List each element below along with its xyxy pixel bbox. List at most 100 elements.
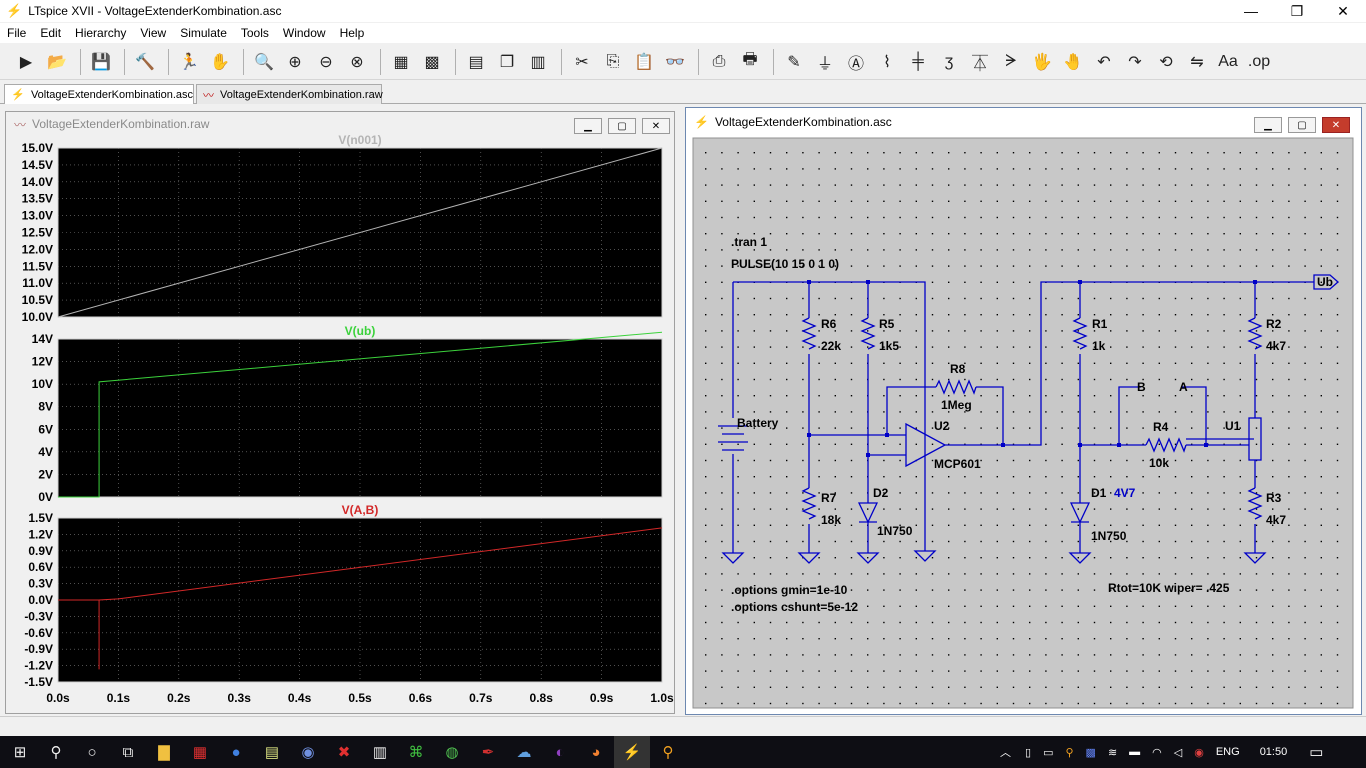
schematic-close-button[interactable]: ✕ — [1322, 117, 1350, 133]
resistor-r7 — [801, 487, 817, 520]
notepad-icon[interactable]: ▤ — [264, 744, 280, 761]
tran-directive[interactable]: .tran 1 — [731, 235, 767, 249]
run-icon[interactable]: ▶ — [19, 53, 33, 71]
ground-icon[interactable]: ⏚ — [816, 55, 833, 73]
calculator-icon[interactable]: ▥ — [372, 744, 388, 761]
task-view-icon[interactable]: ⧉ — [122, 743, 134, 761]
search-icon[interactable]: ⚲ — [50, 744, 62, 761]
options-cshunt[interactable]: .options cshunt=5e-12 — [731, 600, 858, 614]
chrome-icon[interactable]: ◍ — [445, 744, 459, 761]
app-search-orange-icon[interactable]: ⚲ — [662, 744, 674, 761]
tray-app-icon[interactable]: ▩ — [1085, 746, 1096, 759]
label-net-icon[interactable]: Ⓐ — [847, 55, 864, 73]
app-globe-icon[interactable]: ◉ — [301, 744, 315, 761]
menu-simulate[interactable]: Simulate — [180, 26, 227, 40]
schematic-canvas[interactable]: .tran 1 PULSE(10 15 0 1 0) Battery R6 22… — [686, 108, 1363, 716]
copy-icon[interactable]: ⎘ — [606, 52, 620, 70]
app-cross-icon[interactable]: ✖ — [337, 744, 351, 761]
cascade-icon[interactable]: ❐ — [499, 53, 515, 71]
waveform-close-button[interactable]: ✕ — [642, 118, 670, 134]
paste-icon[interactable]: 📋 — [634, 53, 654, 71]
tray-chevron-icon[interactable]: ︿ — [1000, 747, 1011, 759]
schematic-restore-button[interactable]: ▢ — [1288, 117, 1316, 133]
maximize-button[interactable]: ❐ — [1290, 2, 1304, 19]
menu-view[interactable]: View — [140, 26, 167, 40]
component-icon[interactable]: ᗒ — [1005, 52, 1017, 70]
print-icon[interactable]: 🖶 — [742, 51, 758, 68]
text-icon[interactable]: Aa — [1218, 52, 1238, 70]
app-blue-icon[interactable]: ● — [231, 743, 241, 761]
notification-icon[interactable]: ▭ — [1309, 744, 1324, 761]
pan-icon[interactable]: ⊕ — [288, 53, 302, 71]
app-pen-icon[interactable]: ✒ — [481, 744, 495, 761]
spice-directive-icon[interactable]: .op — [1247, 52, 1271, 70]
app-red-icon[interactable]: ▦ — [192, 744, 208, 761]
menu-help[interactable]: Help — [339, 26, 365, 40]
run-man-icon[interactable]: 🏃 — [179, 53, 199, 71]
app-cloud-icon[interactable]: ☁ — [516, 744, 532, 761]
resistor-r2 — [1247, 317, 1263, 350]
waveform-plot[interactable]: 15.0V14.5V14.0V13.5V13.0V12.5V12.0V11.5V… — [6, 112, 676, 715]
ground-1 — [721, 552, 745, 564]
redo-icon[interactable]: ↷ — [1128, 53, 1142, 71]
waveform-view-icon[interactable]: ▩ — [424, 53, 440, 71]
tray-clock[interactable]: 01:50 — [1259, 746, 1288, 758]
tray-wifi-icon[interactable]: ◠ — [1152, 746, 1162, 759]
tray-drive-icon[interactable]: ▭ — [1043, 746, 1054, 759]
drag-hand-icon[interactable]: 🤚 — [1063, 53, 1083, 71]
ltspice-taskbar-icon[interactable]: ⚡ — [614, 736, 650, 768]
menu-edit[interactable]: Edit — [40, 26, 62, 40]
zoom-fit-icon[interactable]: ⊗ — [350, 53, 364, 71]
mirror-icon[interactable]: ⇋ — [1190, 53, 1204, 71]
cortana-icon[interactable]: ○ — [87, 743, 97, 761]
resistor-icon[interactable]: ⌇ — [883, 53, 891, 71]
menu-file[interactable]: File — [7, 26, 27, 40]
tab-schematic[interactable]: ⚡ VoltageExtenderKombination.asc — [4, 84, 194, 104]
tray-wave-icon[interactable]: ≋ — [1107, 746, 1118, 759]
diode-icon[interactable]: ⏄ — [971, 55, 988, 73]
tile-horizontal-icon[interactable]: ▤ — [468, 53, 484, 71]
draw-wire-icon[interactable]: ✎ — [787, 53, 801, 71]
tray-volume-icon[interactable]: ◁ — [1173, 746, 1183, 759]
menu-hierarchy[interactable]: Hierarchy — [75, 26, 127, 40]
tray-search-icon[interactable]: ⚲ — [1065, 746, 1074, 759]
options-gmin[interactable]: .options gmin=1e-10 — [731, 583, 848, 597]
capacitor-icon[interactable]: ╪ — [912, 52, 924, 70]
find-icon[interactable]: 👓 — [665, 53, 685, 71]
tray-language[interactable]: ENG — [1215, 746, 1240, 758]
print-preview-icon[interactable]: ⎙ — [712, 52, 726, 70]
save-icon[interactable]: 💾 — [91, 53, 111, 71]
minimize-button[interactable]: — — [1244, 3, 1258, 19]
close-button[interactable]: ✕ — [1337, 2, 1349, 19]
app-purple-icon[interactable]: ◐ — [555, 743, 565, 761]
zoom-in-icon[interactable]: 🔍 — [254, 53, 274, 71]
waveform-minimize-button[interactable]: ▁ — [574, 118, 602, 134]
pulse-directive[interactable]: PULSE(10 15 0 1 0) — [731, 257, 839, 271]
autoscale-icon[interactable]: ▦ — [393, 53, 409, 71]
rotate-icon[interactable]: ⟲ — [1159, 53, 1173, 71]
tray-usb-icon[interactable]: ▯ — [1025, 746, 1032, 759]
cut-icon[interactable]: ✂ — [575, 53, 589, 71]
rtot-label[interactable]: Rtot=10K wiper= .425 — [1108, 581, 1230, 595]
open-folder-icon[interactable]: 📂 — [47, 53, 67, 71]
waveform-restore-button[interactable]: ▢ — [608, 118, 636, 134]
halt-hand-icon[interactable]: ✋ — [210, 53, 230, 71]
inductor-icon[interactable]: ʒ — [944, 52, 954, 70]
control-panel-icon[interactable]: 🔨 — [135, 53, 155, 71]
tray-chrome-icon[interactable]: ◉ — [1194, 746, 1204, 759]
app-green-icon[interactable]: ⌘ — [408, 744, 424, 761]
schematic-minimize-button[interactable]: ▁ — [1254, 117, 1282, 133]
menu-tools[interactable]: Tools — [240, 26, 269, 40]
move-hand-icon[interactable]: 🖐 — [1032, 53, 1052, 71]
tray-battery-icon[interactable]: ▬ — [1129, 746, 1141, 758]
firefox-icon[interactable]: ◕ — [591, 743, 601, 761]
tile-vertical-icon[interactable]: ▥ — [530, 53, 546, 71]
zoom-out-icon[interactable]: ⊖ — [319, 53, 333, 71]
status-bar — [0, 716, 1366, 736]
undo-icon[interactable]: ↶ — [1097, 53, 1111, 71]
trace-label: V(ub) — [345, 324, 376, 338]
tab-waveform[interactable]: 〰 VoltageExtenderKombination.raw — [196, 84, 383, 104]
file-explorer-icon[interactable]: ▇ — [158, 744, 170, 761]
windows-start-icon[interactable]: ⊞ — [13, 744, 27, 761]
menu-window[interactable]: Window — [282, 26, 326, 40]
